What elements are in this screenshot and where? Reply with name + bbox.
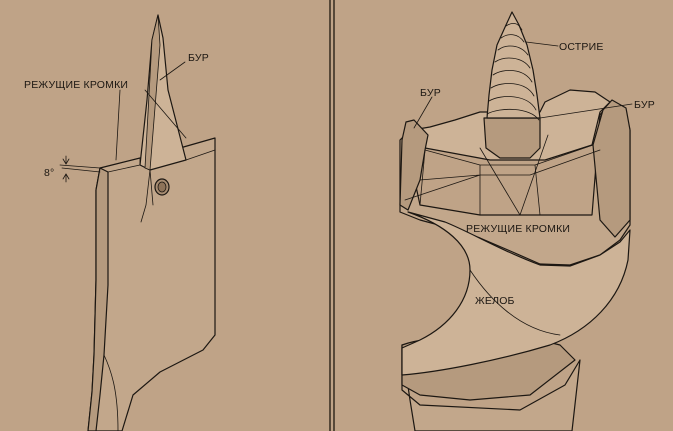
label-spur-right-b: БУР <box>634 99 655 111</box>
auger-screw-point <box>486 11 541 119</box>
leader-point <box>525 41 559 47</box>
label-spur-left: БУР <box>188 52 209 64</box>
label-angle: 8° <box>44 167 54 179</box>
label-flute: ЖЕЛОБ <box>475 295 515 307</box>
auger-screw-base <box>483 117 541 159</box>
left-leader-lines <box>59 61 187 183</box>
leader-cutting-edge-d <box>519 134 549 216</box>
spade-blade-bevel <box>87 167 109 431</box>
leader-spur-right-a <box>413 96 433 129</box>
angle-line-a <box>61 167 101 173</box>
label-cutting-edges-right: РЕЖУЩИЕ КРОМКИ <box>466 223 570 235</box>
angle-baseline <box>59 164 101 169</box>
angle-arrowheads <box>62 158 70 180</box>
auger-screw-threads <box>486 22 540 121</box>
auger-lower-body <box>401 344 581 431</box>
auger-bit-drawing <box>399 11 631 431</box>
spade-center-groove <box>140 169 154 223</box>
spade-neck-curve <box>103 354 119 431</box>
leader-cutting-edge-b <box>144 89 187 139</box>
label-cutting-edges-left: РЕЖУЩИЕ КРОМКИ <box>24 79 128 91</box>
spade-hole-inner <box>157 181 167 193</box>
leader-cutting-edge-a <box>115 89 121 161</box>
leader-spur-left <box>159 61 186 81</box>
auger-right-spur <box>592 99 631 238</box>
panel-divider <box>329 0 335 431</box>
spade-bit-drawing <box>87 14 216 431</box>
auger-flute-inner <box>469 269 561 336</box>
label-spur-right-a: БУР <box>420 87 441 99</box>
leader-cutting-edge-c <box>479 147 521 216</box>
leader-spur-right-b <box>539 103 633 119</box>
right-leader-lines <box>413 41 633 216</box>
label-point: ОСТРИЕ <box>559 41 604 53</box>
auger-cutting-facets <box>404 144 601 216</box>
